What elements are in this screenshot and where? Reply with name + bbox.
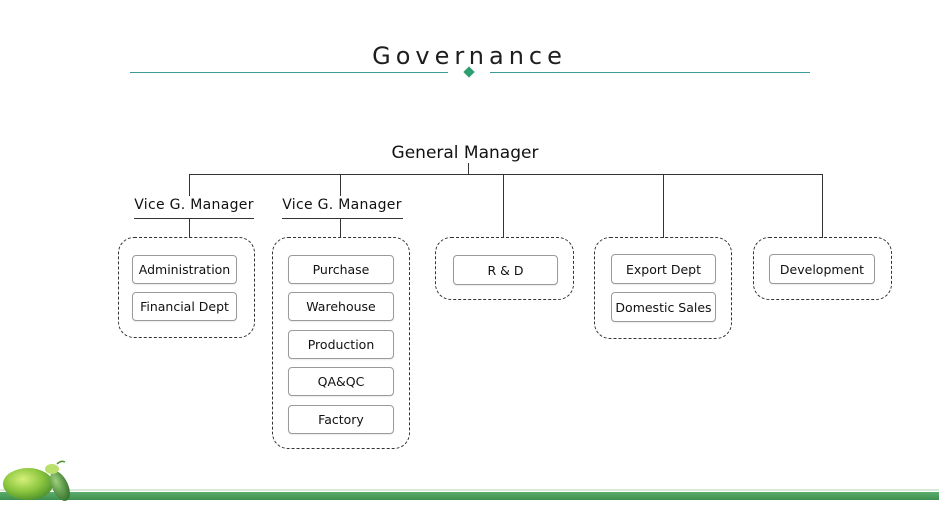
department-box: Domestic Sales	[611, 292, 716, 322]
vice-manager-label-1: Vice G. Manager	[134, 197, 254, 213]
title-rule-right	[490, 72, 810, 73]
department-group-3	[435, 237, 574, 300]
department-box: Development	[769, 254, 875, 284]
department-group-4	[594, 237, 732, 339]
department-box: Administration	[132, 255, 237, 284]
vice-manager-underline-1	[134, 218, 254, 219]
department-box: Financial Dept	[132, 292, 237, 321]
connector-vgm-2	[340, 174, 341, 196]
department-group-2	[272, 237, 410, 449]
department-box: R & D	[453, 255, 558, 285]
department-box: Warehouse	[288, 292, 394, 321]
gm-connector	[468, 163, 469, 175]
department-box: Production	[288, 330, 394, 359]
vice-manager-label-2: Vice G. Manager	[282, 197, 402, 213]
page-title: Governance	[372, 42, 567, 70]
connector-vgm-1	[189, 174, 190, 196]
connector-group-1	[189, 219, 190, 238]
department-group-1	[118, 237, 255, 338]
footer-divider	[0, 489, 939, 491]
department-box: Purchase	[288, 255, 394, 284]
org-hline	[189, 174, 823, 175]
department-group-5	[753, 237, 892, 300]
vice-manager-underline-2	[282, 218, 403, 219]
title-rule-left	[130, 72, 448, 73]
department-box: QA&QC	[288, 367, 394, 396]
connector-sales	[663, 174, 664, 238]
connector-rd	[503, 174, 504, 238]
green-leaves-logo-icon	[3, 460, 70, 501]
connector-development	[822, 174, 823, 238]
connector-group-2	[340, 219, 341, 238]
general-manager-label: General Manager	[391, 143, 539, 163]
department-box: Factory	[288, 405, 394, 434]
department-box: Export Dept	[611, 254, 716, 284]
footer-bar	[0, 492, 939, 500]
